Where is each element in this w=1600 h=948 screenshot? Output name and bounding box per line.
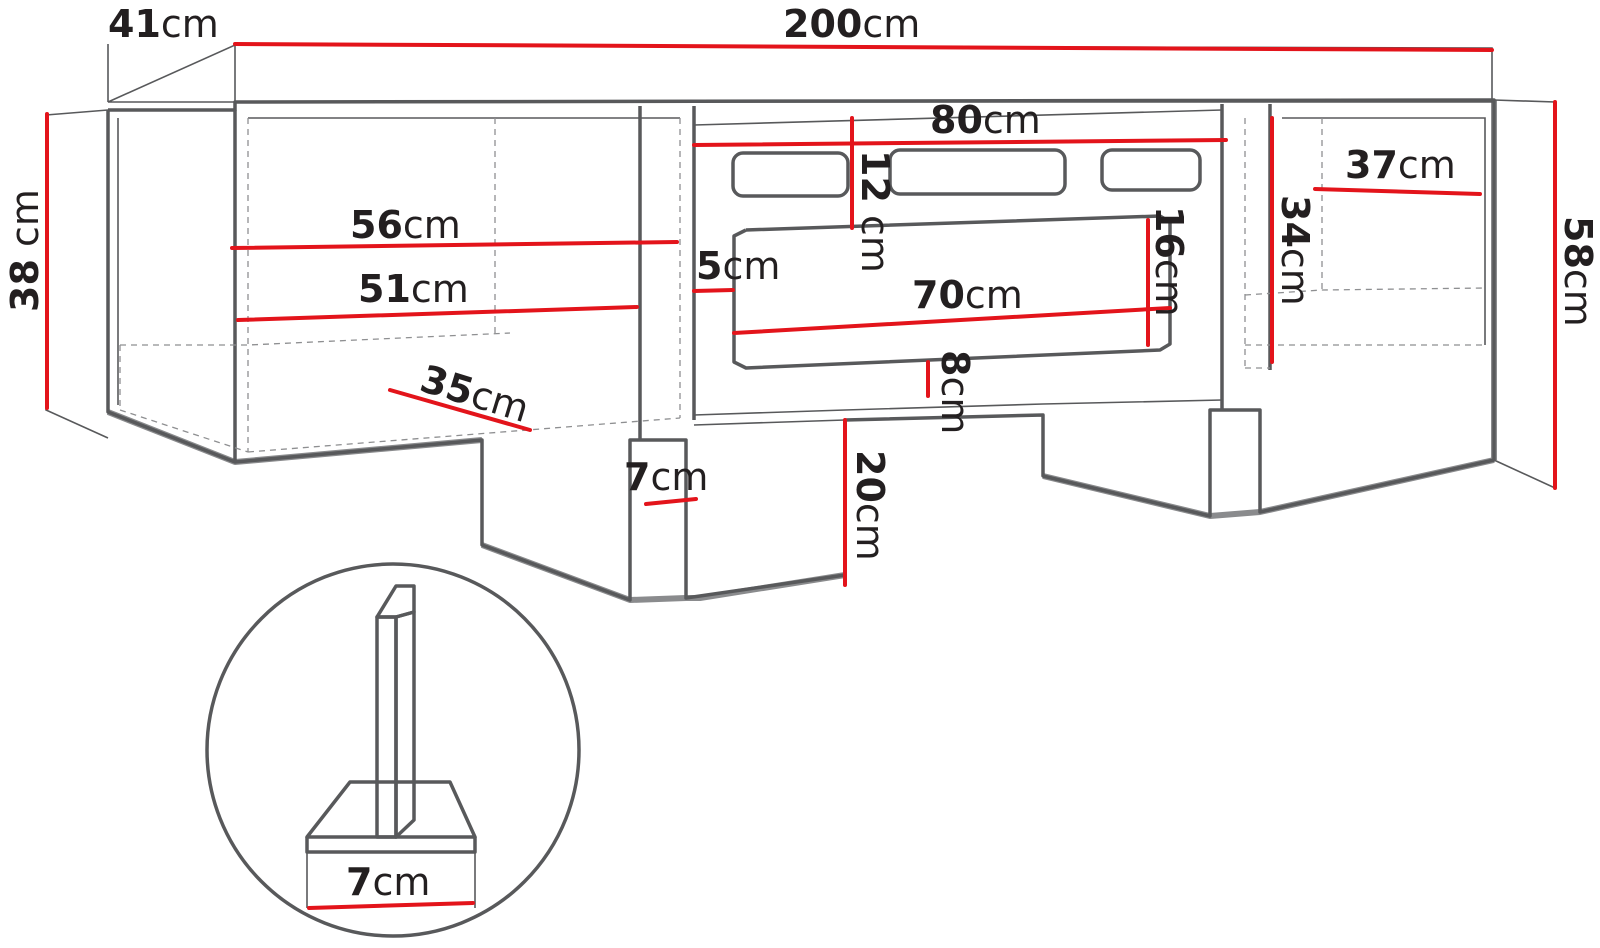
detail-circle bbox=[205, 562, 581, 938]
dimension-lines bbox=[45, 42, 1557, 587]
label-top-gap: 12 cm bbox=[853, 150, 897, 273]
dimension-labels: 41cm 200cm 38 cm 58cm 80cm 12 cm 56cm 51… bbox=[3, 2, 1600, 561]
label-opening-width: 70cm bbox=[912, 273, 1023, 317]
dim-line-left-inner-width bbox=[236, 305, 639, 322]
label-center-width: 80cm bbox=[930, 98, 1041, 142]
label-opening-height: 16cm bbox=[1147, 206, 1191, 317]
dim-line-right-shelf-width bbox=[1313, 187, 1482, 196]
dim-line-opening-width bbox=[732, 306, 1172, 335]
dim-line-leg-thickness bbox=[644, 497, 698, 506]
label-left-inner-width: 51cm bbox=[358, 267, 469, 311]
dim-line-left-shelf-width bbox=[230, 240, 679, 250]
label-leg-thickness: 7cm bbox=[624, 455, 708, 499]
label-right-shelf-width: 37cm bbox=[1345, 143, 1456, 187]
label-detail-base: 7cm bbox=[346, 860, 430, 904]
dim-line-panel-offset bbox=[692, 288, 735, 293]
dim-line-width bbox=[233, 42, 1494, 52]
label-bottom-gap: 8cm bbox=[933, 350, 977, 434]
label-depth: 41cm bbox=[108, 2, 219, 46]
detail-base-plate bbox=[305, 780, 477, 839]
label-left-shelf-width: 56cm bbox=[350, 203, 461, 247]
dim-line-detail-base bbox=[307, 901, 475, 910]
detail-leg-upright bbox=[375, 615, 398, 839]
label-left-height: 38 cm bbox=[3, 189, 47, 312]
dim-line-left-shelf-depth bbox=[388, 388, 532, 432]
label-total-height: 58cm bbox=[1556, 216, 1600, 327]
label-panel-offset: 5cm bbox=[696, 244, 780, 288]
label-width: 200cm bbox=[783, 2, 920, 46]
label-leg-height: 20cm bbox=[848, 450, 892, 561]
label-left-shelf-depth: 35cm bbox=[415, 357, 534, 431]
cabinet-body bbox=[45, 44, 1556, 603]
label-right-height: 34cm bbox=[1273, 195, 1317, 306]
leg-detail-inset: 7cm bbox=[205, 562, 581, 938]
dim-line-center-width bbox=[692, 138, 1228, 147]
